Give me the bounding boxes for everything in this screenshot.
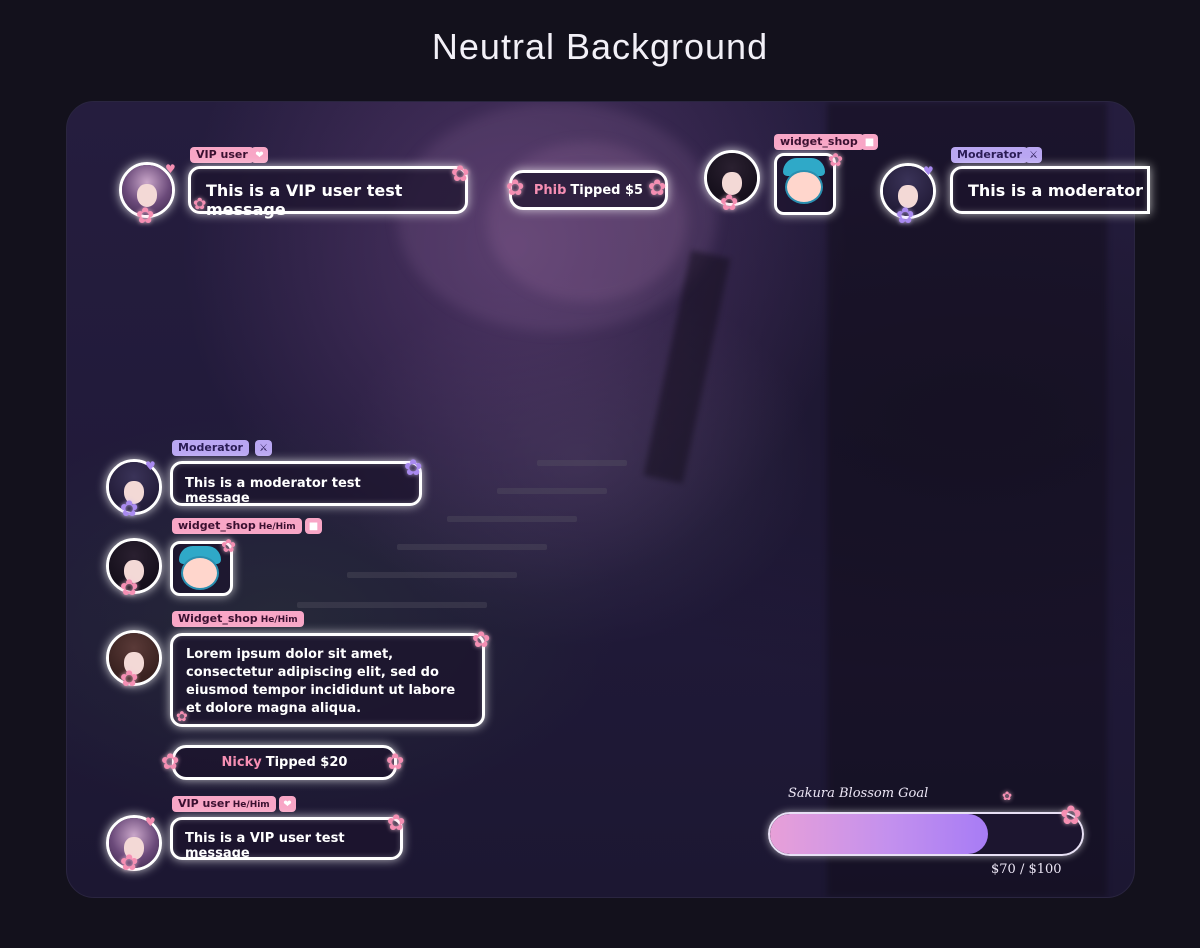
sakura-flower-icon: ✿ <box>828 150 844 171</box>
avatar <box>106 459 162 515</box>
page-title: Neutral Background <box>431 26 769 67</box>
tip-bubble: Nicky Tipped $20 <box>172 745 397 780</box>
sakura-flower-icon: ✿ <box>404 456 423 481</box>
vip-badge: VIP user <box>190 147 254 163</box>
sakura-flower-icon: ✿ <box>386 750 405 775</box>
message-text: Lorem ipsum dolor sit amet, consectetur … <box>186 647 456 716</box>
message-text: This is a moderator test message <box>185 476 361 506</box>
message-text: This is a VIP user test message <box>185 831 345 861</box>
moderator-badge: Moderator <box>951 147 1028 163</box>
tipper-name: Phib <box>533 182 567 198</box>
blossom-tree <box>397 102 717 332</box>
sakura-flower-icon: ✿ <box>720 191 739 216</box>
camera-icon: ■ <box>305 518 322 534</box>
message-text: This is a VIP user test message <box>206 181 403 219</box>
heart-icon: ❤ <box>279 796 296 812</box>
stair-step <box>297 602 487 608</box>
stair-step <box>497 488 607 494</box>
stair-step <box>397 544 547 550</box>
sakura-flower-icon: ✿ <box>648 176 667 201</box>
sakura-flower-icon: ✿ <box>896 204 915 229</box>
sakura-flower-icon: ✿ <box>451 162 470 187</box>
tip-bubble: Phib Tipped $5 <box>509 170 668 210</box>
sakura-flower-icon: ✿ <box>387 811 406 836</box>
message-text: This is a moderator test message <box>968 181 1147 200</box>
avatar <box>119 162 175 218</box>
sakura-flower-icon: ✿ <box>221 536 237 557</box>
sakura-flower-icon: ✿ <box>120 497 139 522</box>
message-bubble: Lorem ipsum dolor sit amet, consectetur … <box>170 633 485 727</box>
tip-text: Tipped $20 <box>265 755 348 770</box>
tipper-name: Nicky <box>221 755 262 770</box>
sakura-flower-icon: ✿ <box>136 204 155 229</box>
avatar <box>704 150 760 206</box>
heart-icon: ♥ <box>145 459 156 473</box>
vip-message-bubble: This is a VIP user test message <box>170 817 403 861</box>
moderator-message-bubble: This is a moderator test message <box>950 166 1150 214</box>
moderator-badge: Moderator <box>172 440 249 456</box>
sword-icon: ⚔ <box>255 440 272 456</box>
sakura-flower-icon: ✿ <box>120 667 139 692</box>
sakura-flower-icon: ✿ <box>1060 801 1082 831</box>
vip-message-bubble: This is a VIP user test message <box>188 166 468 219</box>
sakura-flower-icon: ✿ <box>506 176 525 201</box>
username-badge: widget_shop <box>774 134 864 150</box>
sakura-flower-icon: ✿ <box>120 576 139 601</box>
emote-bubble <box>774 153 836 215</box>
blossom-tree-canopy <box>487 142 687 302</box>
heart-icon: ♥ <box>165 162 176 176</box>
pronoun-label: He/Him <box>258 522 296 532</box>
avatar <box>106 630 162 686</box>
heart-icon: ♥ <box>923 164 934 178</box>
cliff-shadow <box>827 102 1107 897</box>
emote-bubble <box>170 541 233 596</box>
goal-title: Sakura Blossom Goal <box>788 786 929 801</box>
avatar <box>106 815 162 871</box>
pronoun-label: He/Him <box>232 800 270 810</box>
avatar <box>106 538 162 594</box>
stair-step <box>347 572 517 578</box>
camera-icon: ■ <box>861 134 878 150</box>
sakura-flower-icon: ✿ <box>1002 789 1013 803</box>
sword-icon: ⚔ <box>1025 147 1042 163</box>
sakura-flower-icon: ✿ <box>161 750 180 775</box>
stair-step <box>447 516 577 522</box>
sakura-flower-icon: ✿ <box>120 851 139 876</box>
tip-text: Tipped $5 <box>570 182 644 198</box>
pronoun-label: He/Him <box>260 615 298 625</box>
sakura-flower-icon: ✿ <box>193 194 207 213</box>
moderator-message-bubble: This is a moderator test message <box>170 461 422 506</box>
goal-amount: $70 / $100 <box>991 862 1062 877</box>
goal-progress-bar <box>768 812 1084 856</box>
heart-icon: ❤ <box>251 147 268 163</box>
sakura-flower-icon: ✿ <box>176 709 188 725</box>
sakura-flower-icon: ✿ <box>472 628 491 653</box>
avatar <box>880 163 936 219</box>
goal-progress-fill <box>770 814 989 854</box>
heart-icon: ♥ <box>145 815 156 829</box>
stair-step <box>537 460 627 466</box>
